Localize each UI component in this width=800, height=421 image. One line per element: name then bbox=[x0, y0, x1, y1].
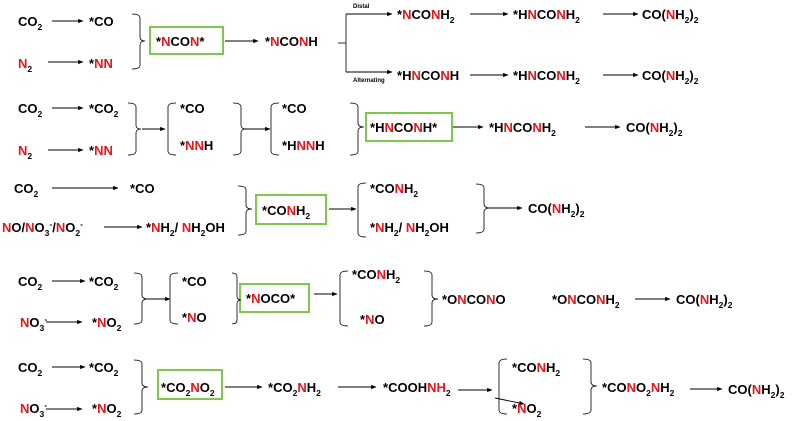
nnh-species: *NNH bbox=[180, 138, 213, 153]
co-ads-species: *CO bbox=[130, 181, 155, 196]
conh2-species: *CONH2 bbox=[352, 267, 400, 285]
nh2-b-species: *NH2/ NH2OH bbox=[370, 220, 449, 238]
urea-species: CO(NH2)2 bbox=[528, 201, 585, 219]
nn-ads-species: *NN bbox=[89, 143, 113, 158]
co2-species: CO2 bbox=[18, 360, 43, 378]
n2-species: N2 bbox=[18, 56, 32, 74]
no3-species: NO3- bbox=[20, 314, 47, 333]
highlight-box bbox=[157, 369, 223, 400]
hnconh2-b-species: *HNCONH2 bbox=[513, 68, 580, 86]
nconh-species: *NCONH bbox=[265, 34, 318, 49]
co-ads-b-species: *CO bbox=[282, 101, 307, 116]
co2-ads-species: *CO2 bbox=[89, 274, 119, 292]
co2-ads-species: *CO2 bbox=[89, 101, 119, 119]
co2-species: CO2 bbox=[18, 274, 43, 292]
co-ads-species: *CO bbox=[89, 14, 114, 29]
urea-species: CO(NH2)2 bbox=[728, 382, 785, 400]
noco-species: *NOCO* bbox=[246, 291, 296, 306]
hnnh-species: *HNNH bbox=[282, 138, 325, 153]
no3-species: NO3- bbox=[20, 400, 47, 419]
urea-species: CO(NH2)2 bbox=[626, 120, 683, 138]
co2nh2-species: *CO2NH2 bbox=[268, 380, 321, 398]
nox-species: NO/NO3-/NO2- bbox=[2, 219, 83, 238]
alternating-label: Alternating bbox=[353, 78, 385, 84]
co-ads-species: *CO bbox=[182, 274, 207, 289]
hnconh-species: *HNCONH bbox=[397, 68, 459, 83]
onocono-species: *ONCONO bbox=[442, 292, 506, 307]
urea-b-species: CO(NH2)2 bbox=[642, 68, 699, 86]
nh2-species: *NH2/ NH2OH bbox=[146, 220, 225, 238]
hnconh-species: *HNCONH* bbox=[370, 120, 438, 135]
no-ads-b-species: *NO bbox=[360, 312, 385, 327]
brackets bbox=[127, 13, 598, 415]
conh2-b-species: *CONH2 bbox=[370, 181, 418, 199]
highlight-box bbox=[149, 26, 224, 55]
coohnh2-species: *COOHNH2 bbox=[383, 380, 451, 398]
nconh2-species: *NCONH2 bbox=[397, 7, 455, 25]
branch-connector bbox=[338, 11, 393, 75]
distal-label: Distal bbox=[353, 4, 370, 10]
no-ads-species: *NO bbox=[182, 310, 207, 325]
co2no2-species: *CO2NO2 bbox=[161, 380, 215, 398]
co2-species: CO2 bbox=[18, 101, 43, 119]
conh2-species: *CONH2 bbox=[512, 360, 560, 378]
co2-species: CO2 bbox=[14, 181, 39, 199]
highlight-box bbox=[239, 283, 310, 313]
onconh2-species: *ONCONH2 bbox=[552, 292, 620, 310]
hnconh2-species: *HNCONH2 bbox=[489, 120, 556, 138]
urea-a-species: CO(NH2)2 bbox=[642, 7, 699, 25]
n2-species: N2 bbox=[18, 143, 32, 161]
highlight-box bbox=[365, 112, 453, 142]
species-layer: CO2N2*CO*NN*NCON**NCONH*NCONH2*HNCONH*HN… bbox=[2, 7, 785, 419]
reaction-arrows bbox=[46, 11, 723, 412]
ncon-species: *NCON* bbox=[156, 34, 205, 49]
conh2-species: *CONH2 bbox=[262, 203, 310, 221]
co2-species: CO2 bbox=[18, 14, 43, 32]
no2-ads-b-species: *NO2 bbox=[512, 401, 542, 419]
nn-ads-species: *NN bbox=[89, 56, 113, 71]
urea-species: CO(NH2)2 bbox=[676, 292, 733, 310]
no2-ads-species: *NO2 bbox=[92, 315, 122, 333]
highlight-box bbox=[255, 194, 327, 225]
cono2nh2-species: *CONO2NH2 bbox=[602, 380, 675, 398]
co2-ads-species: *CO2 bbox=[89, 360, 119, 378]
co-ads-a-species: *CO bbox=[180, 101, 205, 116]
hnconh2-a-species: *HNCONH2 bbox=[513, 7, 580, 25]
no2-ads-species: *NO2 bbox=[92, 401, 122, 419]
